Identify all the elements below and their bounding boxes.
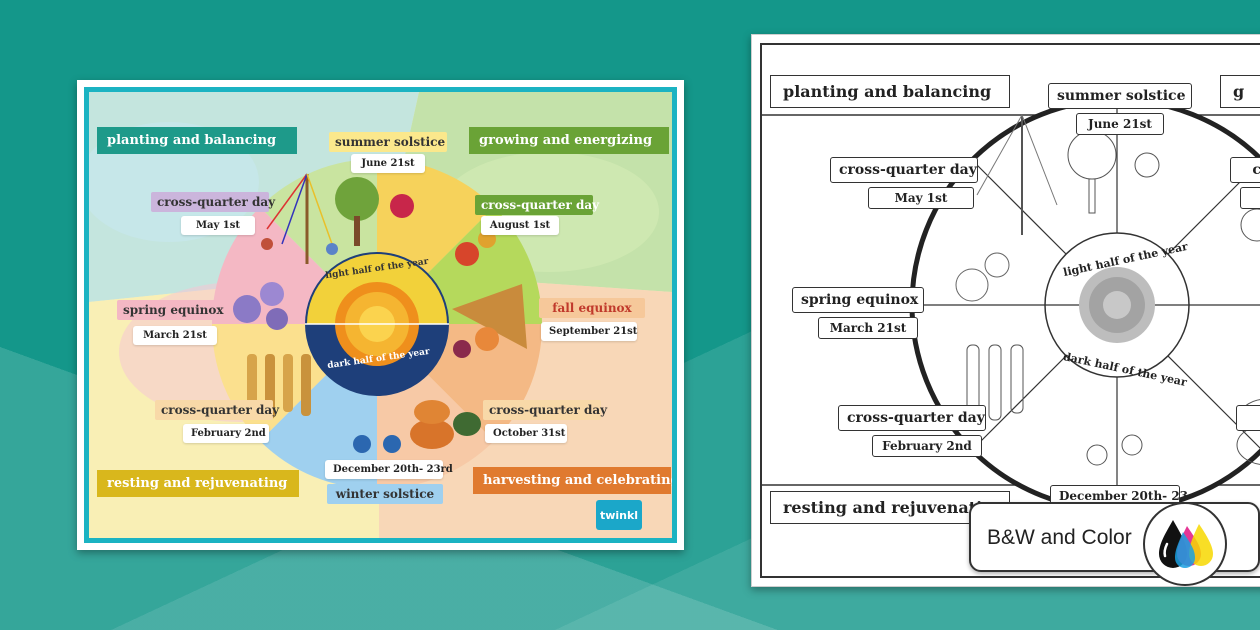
label-cross-quarter-feb: cross-quarter day <box>155 400 279 420</box>
date-fall-equinox: September 21st <box>541 322 637 341</box>
date-cross-quarter-oct: October 31st <box>485 424 567 443</box>
label-cross-quarter-aug: cross-quarter day <box>475 195 599 215</box>
bw-label-cross-quarter-may: cross-quarter day <box>830 157 978 183</box>
date-cross-quarter-may: May 1st <box>181 216 255 235</box>
bw-label-summer-solstice: summer solstice <box>1048 83 1192 109</box>
label-spring-equinox: spring equinox <box>117 300 227 320</box>
date-spring-equinox: March 21st <box>133 326 217 345</box>
band-harvesting-and-celebrating: harvesting and celebrating <box>473 467 672 494</box>
bw-date-cross-quarter-may: May 1st <box>868 187 974 209</box>
bw-label-cross-quarter-aug-partial: cro <box>1230 157 1260 183</box>
bw-band-growing-partial: g <box>1220 75 1260 108</box>
date-winter-solstice: December 20th- 23rd <box>325 460 453 479</box>
band-growing-and-energizing: growing and energizing <box>469 127 669 154</box>
bw-date-spring-equinox: March 21st <box>818 317 918 339</box>
date-cross-quarter-feb: February 2nd <box>183 424 269 443</box>
bw-poster[interactable]: light half of the year dark half of the … <box>751 34 1260 587</box>
band-resting-and-rejuvenating: resting and rejuvenating <box>97 470 299 497</box>
bw-date-summer-solstice: June 21st <box>1076 113 1164 135</box>
label-cross-quarter-may: cross-quarter day <box>151 192 275 212</box>
color-poster-inner: light half of the year dark half of the … <box>84 87 677 543</box>
bw-date-cross-quarter-aug-partial: Au <box>1240 187 1260 209</box>
band-planting-and-balancing: planting and balancing <box>97 127 297 154</box>
bw-date-cross-quarter-feb: February 2nd <box>872 435 982 457</box>
label-fall-equinox: fall equinox <box>539 298 645 318</box>
label-cross-quarter-oct: cross-quarter day <box>483 400 607 420</box>
bw-band-planting-and-balancing: planting and balancing <box>770 75 1010 108</box>
bw-label-cross-quarter-feb: cross-quarter day <box>838 405 986 431</box>
ink-drops-graphic <box>1159 520 1213 568</box>
badge-text: B&W and Color <box>987 526 1132 549</box>
ink-drops-icon <box>1143 502 1227 586</box>
bw-label-cross-quarter-oct-partial: cr <box>1236 405 1260 431</box>
label-summer-solstice: summer solstice <box>329 132 447 152</box>
date-summer-solstice: June 21st <box>351 154 425 173</box>
twinkl-logo: twinkl <box>596 500 642 530</box>
bw-label-spring-equinox: spring equinox <box>792 287 924 313</box>
color-poster[interactable]: light half of the year dark half of the … <box>77 80 684 550</box>
bw-poster-inner: light half of the year dark half of the … <box>760 43 1260 578</box>
date-cross-quarter-aug: August 1st <box>481 216 559 235</box>
label-winter-solstice: winter solstice <box>327 484 443 504</box>
